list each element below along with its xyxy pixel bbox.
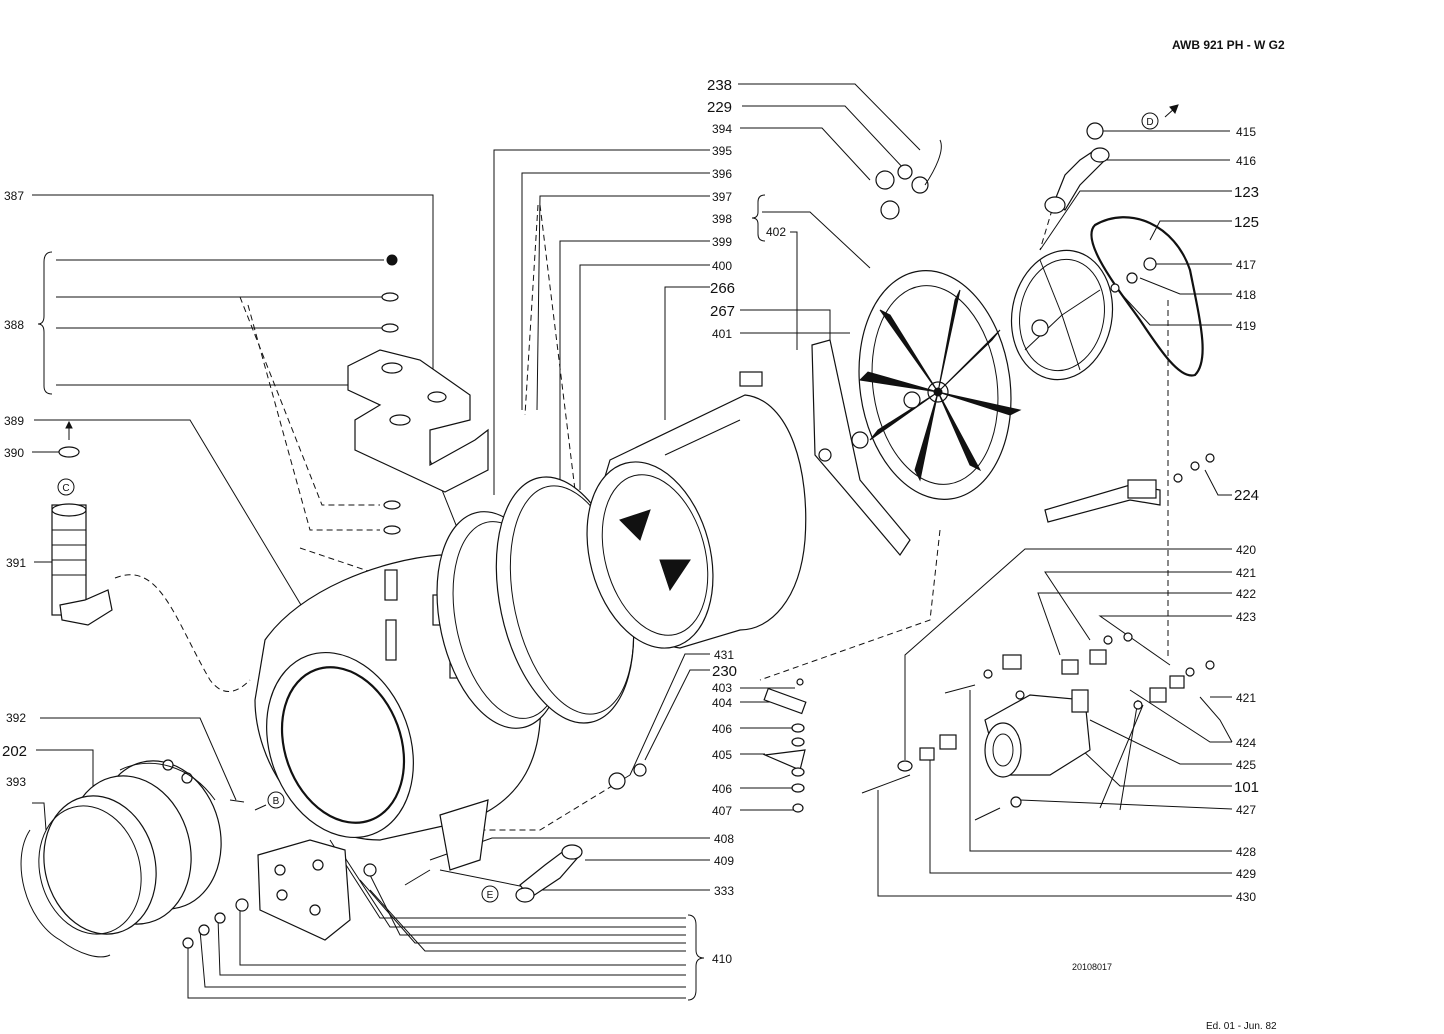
motor-mount-parts	[861, 632, 1215, 821]
pulley-bolt-set	[1110, 257, 1157, 293]
drawing-code: 20108017	[1072, 962, 1113, 972]
label-387: 387	[4, 189, 24, 203]
label-230: 230	[712, 663, 737, 680]
label-396: 396	[712, 167, 732, 181]
label-419: 419	[1236, 319, 1256, 333]
pump-hose-top	[1044, 104, 1179, 214]
leaders-left	[32, 194, 471, 692]
label-420: 420	[1236, 543, 1256, 557]
label-421a: 421	[1236, 566, 1256, 580]
door-clamp	[119, 762, 245, 803]
label-389: 389	[4, 414, 24, 428]
label-422: 422	[1236, 587, 1256, 601]
label-430: 430	[1236, 890, 1256, 904]
motor	[984, 689, 1091, 778]
label-125: 125	[1234, 214, 1259, 231]
label-229: 229	[707, 99, 732, 116]
label-421b: 421	[1236, 691, 1256, 705]
heater-element	[1044, 453, 1215, 523]
label-405: 405	[712, 748, 732, 762]
label-393: 393	[6, 775, 26, 789]
label-398: 398	[712, 212, 732, 226]
label-407: 407	[712, 804, 732, 818]
svg-text:C: C	[62, 483, 69, 494]
label-392: 392	[6, 711, 26, 725]
label-417: 417	[1236, 258, 1256, 272]
edition-note: Ed. 01 - Jun. 82	[1206, 1021, 1277, 1032]
label-404: 404	[712, 696, 732, 710]
door-gasket	[20, 760, 222, 958]
label-402: 402	[766, 225, 786, 239]
drain-pump-hose	[404, 844, 583, 903]
label-406b: 406	[712, 782, 732, 796]
marker-b: B	[254, 791, 285, 811]
drum	[586, 394, 807, 649]
label-415: 415	[1236, 125, 1256, 139]
label-266: 266	[710, 280, 735, 297]
marker-d: D	[1141, 112, 1159, 130]
label-418: 418	[1236, 288, 1256, 302]
label-409: 409	[714, 854, 734, 868]
label-333: 333	[714, 884, 734, 898]
label-410: 410	[712, 952, 732, 966]
model-title: AWB 921 PH - W G2	[1172, 38, 1285, 52]
bracket-397-399	[751, 194, 766, 242]
svg-text:B: B	[273, 796, 280, 807]
label-397: 397	[712, 190, 732, 204]
label-403: 403	[712, 681, 732, 695]
label-202: 202	[2, 743, 27, 760]
bracket-410	[687, 914, 705, 1001]
tub-back-cover	[858, 270, 1022, 500]
label-431: 431	[714, 648, 734, 662]
label-399: 399	[712, 235, 732, 249]
bearing-set	[875, 139, 942, 220]
marker-c: C	[57, 478, 75, 496]
label-224: 224	[1234, 487, 1259, 504]
bracket-388	[37, 251, 53, 395]
label-123: 123	[1234, 184, 1259, 201]
label-400: 400	[712, 259, 732, 273]
svg-text:E: E	[487, 890, 494, 901]
washer-stack	[381, 254, 401, 535]
part-labels: 238 229 394 395 396 397 398 399 402 400 …	[2, 77, 1259, 966]
marker-e: E	[481, 885, 499, 903]
label-424: 424	[1236, 736, 1256, 750]
label-408: 408	[714, 832, 734, 846]
label-394: 394	[712, 122, 732, 136]
drum-spider	[739, 339, 911, 556]
label-428: 428	[1236, 845, 1256, 859]
label-429: 429	[1236, 867, 1256, 881]
label-388: 388	[4, 318, 24, 332]
leaders-middle	[493, 83, 921, 535]
label-401: 401	[712, 327, 732, 341]
label-238: 238	[707, 77, 732, 94]
suspension-parts	[762, 678, 807, 813]
label-390: 390	[4, 446, 24, 460]
label-101: 101	[1234, 779, 1259, 796]
counterweight	[347, 349, 489, 493]
label-267: 267	[710, 303, 735, 320]
nut-row	[162, 759, 377, 949]
label-423: 423	[1236, 610, 1256, 624]
svg-text:D: D	[1146, 117, 1153, 128]
drive-belt	[1090, 216, 1204, 377]
label-406a: 406	[712, 722, 732, 736]
label-427: 427	[1236, 803, 1256, 817]
label-395: 395	[712, 144, 732, 158]
hose	[51, 420, 113, 626]
label-391: 391	[6, 556, 26, 570]
label-416: 416	[1236, 154, 1256, 168]
shaft-seal	[608, 763, 647, 790]
mount-plate	[257, 839, 351, 941]
leaders-right	[759, 130, 1233, 897]
label-425: 425	[1236, 758, 1256, 772]
drum-pulley	[1010, 249, 1114, 381]
